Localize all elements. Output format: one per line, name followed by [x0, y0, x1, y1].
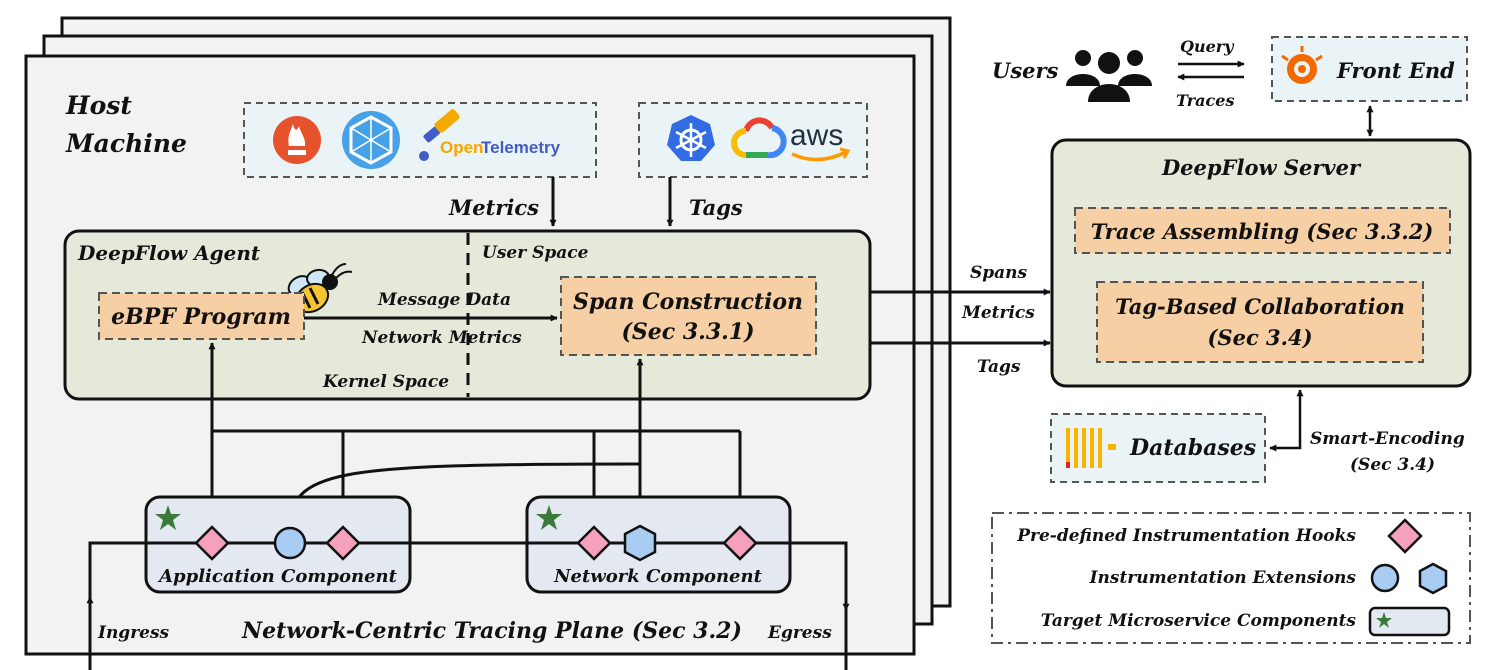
trace-assembling-box — [1074, 207, 1451, 254]
opentelemetry-text-open: Open — [440, 138, 483, 157]
aws-icon: aws — [790, 119, 851, 162]
databases-label: Databases — [1129, 435, 1256, 461]
query-label: Query — [1180, 37, 1235, 56]
message-data-label: Message Data — [377, 290, 511, 310]
legend-target-box — [1368, 606, 1451, 637]
google-cloud-icon — [731, 117, 787, 159]
legend-extension-circle — [1370, 563, 1400, 593]
legend-extensions-label: Instrumentation Extensions — [1089, 568, 1357, 588]
tag-collaboration-line2: (Sec 3.4) — [1207, 325, 1312, 350]
kernel-space-label: Kernel Space — [322, 372, 449, 392]
users-icon — [1066, 50, 1152, 102]
tracing-plane-label: Network-Centric Tracing Plane (Sec 3.2) — [241, 618, 742, 644]
db-server-arrow — [1269, 389, 1304, 452]
opentelemetry-text-telemetry: Telemetry — [481, 138, 561, 157]
link-tags-label: Tags — [977, 357, 1021, 377]
ebpf-program-label: eBPF Program — [111, 304, 291, 330]
ingress-label: Ingress — [97, 623, 170, 643]
hexagon-tool-icon — [342, 111, 400, 169]
traces-label: Traces — [1176, 91, 1234, 110]
app-hook-diamond-2 — [325, 525, 361, 561]
tag-collaboration-box — [1096, 281, 1424, 363]
network-component-label: Network Component — [553, 566, 763, 587]
link-metrics-label: Metrics — [961, 303, 1035, 323]
legend-extension-hexagon — [1418, 562, 1448, 595]
app-extension-circle — [273, 526, 307, 560]
host-title-line2: Machine — [65, 129, 187, 158]
ebpf-program-box — [98, 292, 305, 340]
legend-hooks-label: Pre-defined Instrumentation Hooks — [1016, 526, 1356, 546]
kubernetes-icon — [667, 115, 715, 161]
span-construction-line1: Span Construction — [573, 289, 803, 315]
front-end-label: Front End — [1336, 58, 1455, 83]
net-extension-hexagon — [623, 524, 657, 562]
metrics-label: Metrics — [448, 195, 539, 220]
opentelemetry-icon: Open Telemetry — [419, 109, 561, 161]
smart-encoding-line2: (Sec 3.4) — [1350, 455, 1435, 475]
legend-hook-diamond — [1387, 518, 1423, 554]
front-end-box — [1271, 36, 1468, 102]
prometheus-icon — [273, 116, 321, 164]
server-title: DeepFlow Server — [1161, 155, 1362, 180]
app-hook-diamond-1 — [194, 525, 230, 561]
spans-label: Spans — [970, 263, 1028, 283]
legend-star-icon — [1376, 612, 1392, 628]
network-metrics-label: Network Metrics — [361, 328, 522, 348]
egress-label: Egress — [767, 623, 832, 643]
star-icon-network — [536, 505, 562, 530]
smart-encoding-line1: Smart-Encoding — [1310, 429, 1465, 449]
databases-box — [1050, 413, 1266, 483]
star-icon-app — [155, 505, 181, 530]
aws-text: aws — [790, 119, 843, 152]
users-label: Users — [992, 58, 1059, 83]
span-construction-line2: (Sec 3.3.1) — [622, 319, 755, 345]
span-construction-box — [560, 276, 817, 356]
net-hook-diamond-1 — [576, 525, 612, 561]
application-component-label: Application Component — [157, 566, 398, 587]
database-bars-icon — [1066, 428, 1116, 468]
tag-collaboration-line1: Tag-Based Collaboration — [1115, 294, 1405, 319]
tags-label: Tags — [689, 195, 743, 220]
agent-title: DeepFlow Agent — [77, 241, 261, 265]
grafana-icon — [1281, 46, 1323, 84]
trace-assembling-label: Trace Assembling (Sec 3.3.2) — [1091, 219, 1434, 244]
net-hook-diamond-2 — [722, 525, 758, 561]
legend-targets-label: Target Microservice Components — [1041, 611, 1357, 631]
host-title-line1: Host — [65, 91, 132, 120]
user-space-label: User Space — [482, 243, 589, 263]
